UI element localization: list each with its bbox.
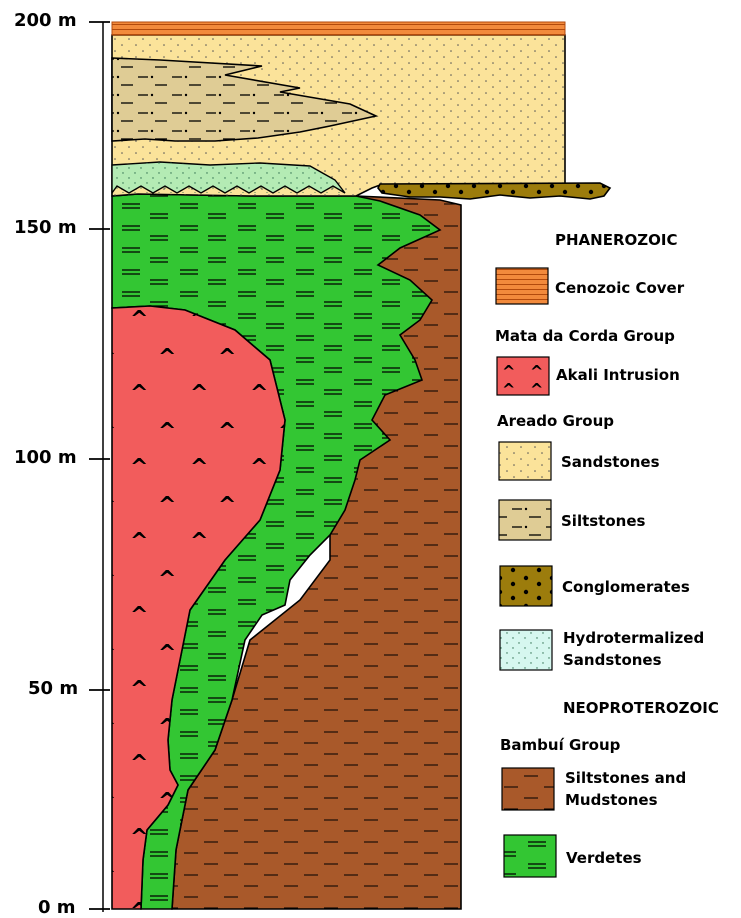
- tick-label-200: 200 m: [14, 10, 77, 31]
- legend-label-hydrothermalized-sandstones: Hydrotermalized Sandstones: [563, 627, 704, 671]
- depth-axis: [89, 22, 110, 912]
- legend-heading-mata-da-corda: Mata da Corda Group: [495, 327, 675, 345]
- legend-heading-areado: Areado Group: [497, 412, 614, 430]
- cenozoic-cover-unit: [112, 22, 565, 35]
- legend-label-cenozoic-cover: Cenozoic Cover: [555, 277, 684, 299]
- legend-swatches: ^ ^ ^ ^: [496, 268, 556, 877]
- legend-heading-phanerozoic: PHANEROZOIC: [555, 231, 677, 249]
- legend-label-siltstones-mudstones: Siltstones and Mudstones: [565, 767, 686, 811]
- legend-label-sandstones: Sandstones: [561, 451, 660, 473]
- legend-label-siltstones-mudstones-line1: Siltstones and: [565, 767, 686, 789]
- legend-swatch-alkali-intrusion: ^ ^ ^ ^: [497, 357, 549, 399]
- legend-heading-neoproterozoic: NEOPROTEROZOIC: [563, 699, 719, 717]
- legend-swatch-cenozoic-cover: [496, 268, 548, 304]
- svg-text:^: ^: [530, 380, 543, 399]
- legend-label-conglomerates: Conglomerates: [562, 576, 690, 598]
- tick-label-0: 0 m: [38, 897, 76, 918]
- legend-label-siltstones-mudstones-line2: Mudstones: [565, 789, 686, 811]
- svg-text:^: ^: [502, 362, 515, 381]
- tick-label-100: 100 m: [14, 447, 77, 468]
- svg-text:^: ^: [530, 362, 543, 381]
- legend-label-siltstones: Siltstones: [561, 510, 645, 532]
- legend-label-verdetes: Verdetes: [566, 847, 642, 869]
- tick-label-50: 50 m: [28, 678, 78, 699]
- legend-label-hydrothermalized-line1: Hydrotermalized: [563, 627, 704, 649]
- svg-text:^: ^: [502, 380, 515, 399]
- legend-heading-bambui: Bambuí Group: [500, 736, 620, 754]
- legend-label-alkali-intrusion: Akali Intrusion: [556, 364, 680, 386]
- legend-label-hydrothermalized-line2: Sandstones: [563, 649, 704, 671]
- tick-label-150: 150 m: [14, 217, 77, 238]
